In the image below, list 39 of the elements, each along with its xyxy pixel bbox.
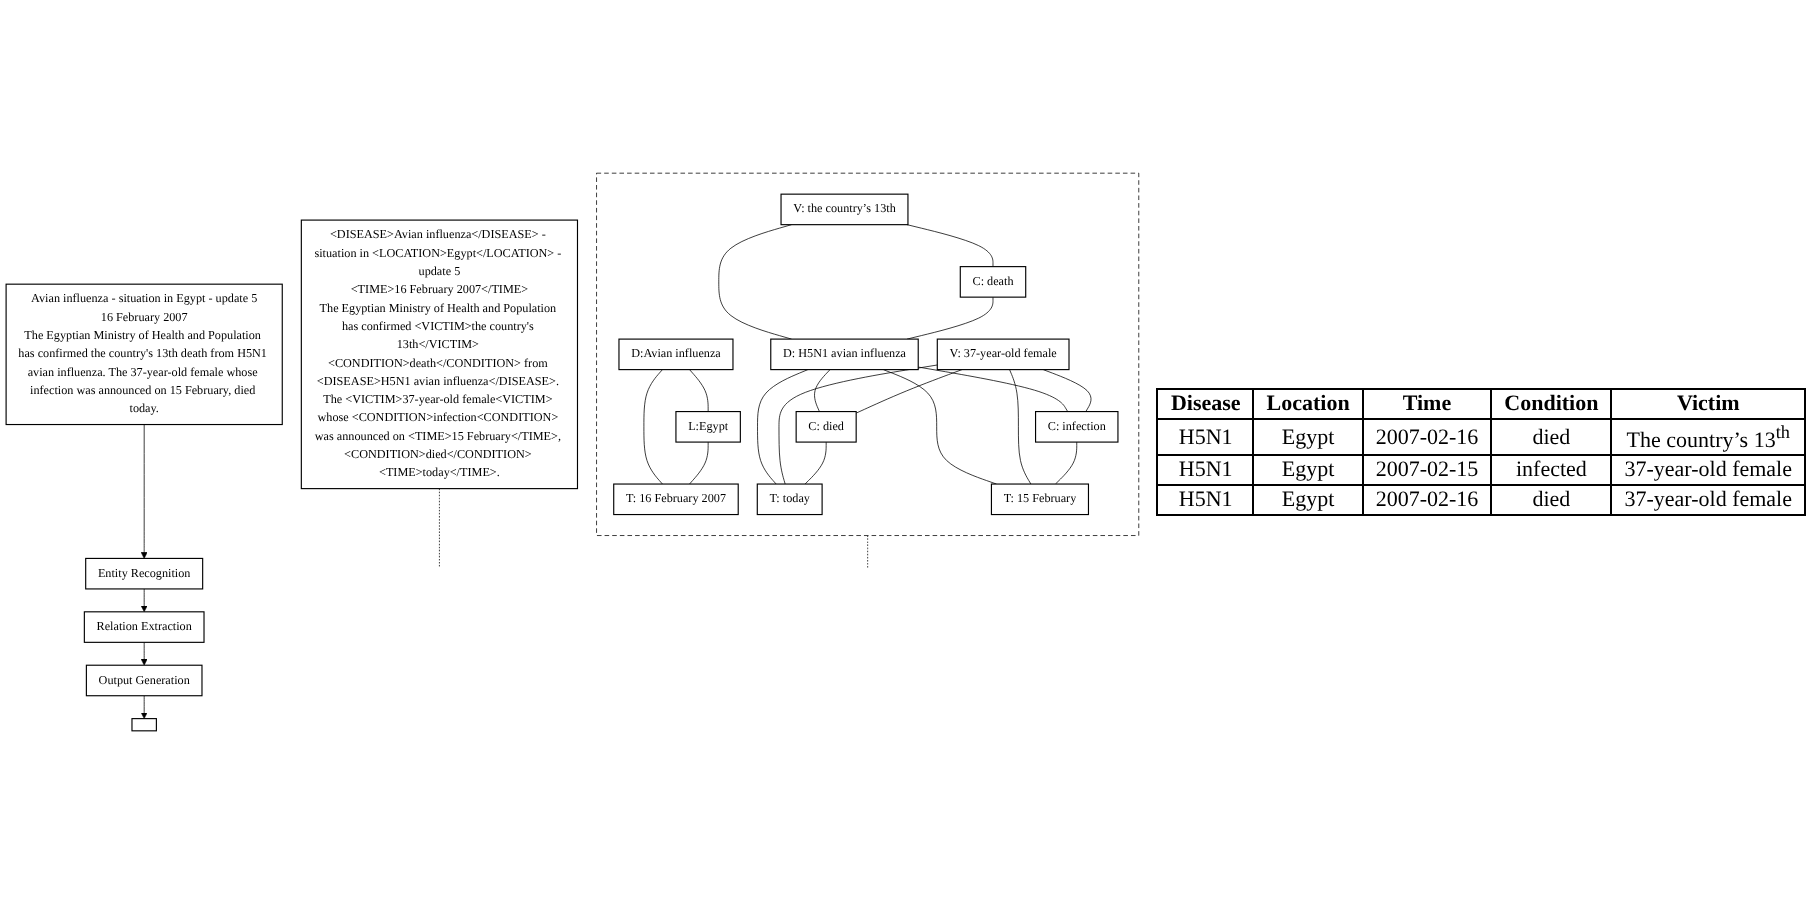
- table-cell: H5N1: [1157, 455, 1254, 486]
- table-cell: 37-year-old female: [1611, 485, 1805, 516]
- connector-line: [855, 369, 963, 414]
- connector-line: [689, 369, 709, 412]
- table-cell: 2007-02-16: [1362, 418, 1492, 456]
- table-cell: 2007-02-15: [1362, 455, 1492, 486]
- connector-line: [1009, 369, 1032, 485]
- connector-line: [906, 224, 994, 267]
- connector-line: [804, 441, 827, 485]
- column-header: Time: [1362, 388, 1492, 419]
- connector-line: [917, 366, 1069, 412]
- connector-line: [643, 369, 663, 485]
- table-cell: Egypt: [1253, 418, 1363, 456]
- leader-line: [439, 488, 440, 568]
- table-cell: Egypt: [1253, 485, 1363, 516]
- connector-line: [689, 441, 709, 485]
- empty-box: [131, 718, 157, 732]
- connector-line: [882, 369, 997, 485]
- connector-line: [814, 369, 831, 412]
- table-cell: infected: [1491, 455, 1612, 486]
- table-cell: died: [1491, 418, 1612, 456]
- connector-line: [906, 296, 994, 340]
- connector-line: [1042, 369, 1092, 412]
- connector-line: [778, 364, 938, 485]
- table-cell: 2007-02-16: [1362, 485, 1492, 516]
- column-header: Location: [1253, 388, 1363, 419]
- table-cell: H5N1: [1157, 418, 1254, 456]
- table-cell: The country’s 13$^{th}$: [1611, 418, 1805, 456]
- table-cell: Egypt: [1253, 455, 1363, 486]
- column-header: Victim: [1611, 388, 1805, 419]
- table-cell: died: [1491, 485, 1612, 516]
- connector-line: [1055, 441, 1078, 485]
- table-cell: H5N1: [1157, 485, 1254, 516]
- connector-line: [757, 369, 809, 485]
- leader-line: [867, 535, 869, 568]
- table-cell: 37-year-old female: [1611, 455, 1805, 486]
- connector-line: [718, 224, 792, 340]
- column-header: Disease: [1157, 388, 1254, 419]
- column-header: Condition: [1491, 388, 1612, 419]
